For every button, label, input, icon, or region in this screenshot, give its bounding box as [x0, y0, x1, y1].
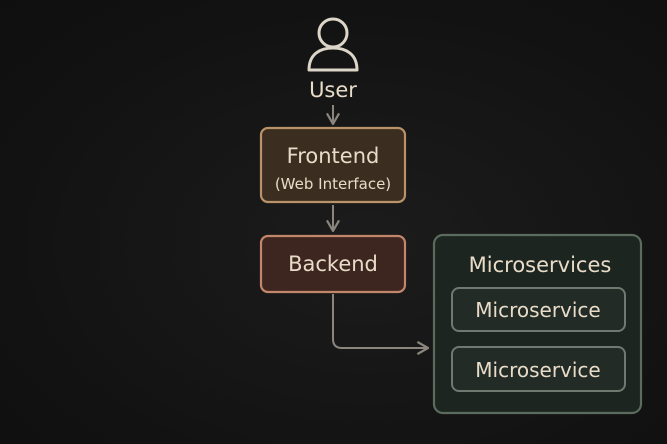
- frontend-title: Frontend: [287, 144, 380, 168]
- frontend-subtitle: (Web Interface): [275, 175, 391, 193]
- user-icon: [307, 17, 359, 72]
- backend-node: Backend: [259, 234, 407, 294]
- backend-title: Backend: [288, 252, 378, 276]
- frontend-node: Frontend (Web Interface): [259, 126, 407, 204]
- microservice-node: Microservice: [451, 287, 626, 332]
- microservice-label: Microservice: [475, 298, 600, 322]
- microservices-group-title: Microservices: [469, 253, 612, 277]
- arrow-backend-to-microservices: [332, 294, 430, 355]
- microservices-group: Microservices Microservice Microservice: [432, 233, 643, 415]
- microservice-label: Microservice: [475, 358, 600, 382]
- user-label: User: [309, 78, 357, 102]
- microservice-node: Microservice: [451, 346, 626, 392]
